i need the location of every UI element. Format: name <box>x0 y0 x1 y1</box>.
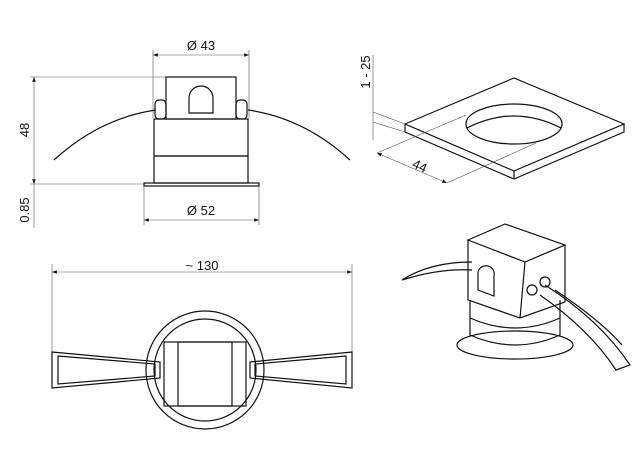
cutout-label: 44 <box>410 156 429 176</box>
spring-clip-right-top <box>249 351 353 389</box>
cutout-hole <box>465 103 563 145</box>
side-view: Ø 43 48 0.85 Ø 52 <box>17 38 351 228</box>
spring-clip-left <box>53 109 157 161</box>
flange-thickness-label: 0.85 <box>17 197 32 222</box>
spring-clip-left-top <box>51 351 161 389</box>
cable-entry <box>188 85 214 114</box>
ceiling-thickness-label: 1 - 25 <box>358 55 373 88</box>
top-diameter-label: Ø 43 <box>187 38 215 53</box>
ceiling-cutout-view: 1 - 25 44 <box>358 55 626 184</box>
flange <box>143 182 260 187</box>
perspective-view <box>401 223 631 371</box>
flange-diameter-label: Ø 52 <box>187 203 215 218</box>
spring-clip-right <box>247 109 351 161</box>
top-view: ~ 130 <box>51 258 353 430</box>
height-label: 48 <box>17 123 32 137</box>
total-width-label: ~ 130 <box>186 258 219 273</box>
